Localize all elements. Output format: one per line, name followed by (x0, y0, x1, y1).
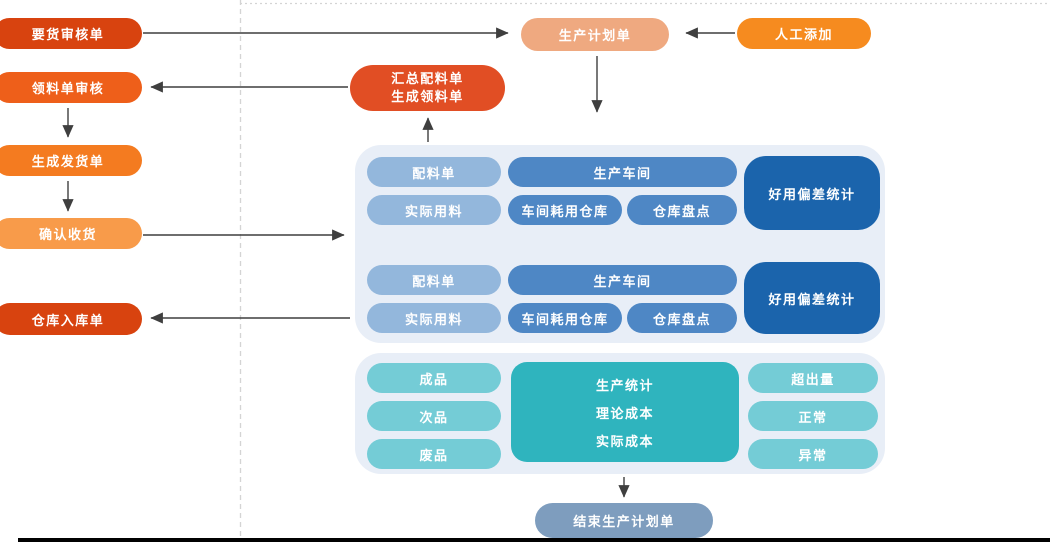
node-confirm-receipt: 确认收货 (0, 218, 142, 249)
node-finished-product: 成品 (367, 363, 501, 393)
node-warehouse-inbound-order: 仓库入库单 (0, 303, 142, 335)
node-workshop-consumption-warehouse-1: 车间耗用仓库 (508, 195, 622, 225)
actual-cost-label: 实际成本 (595, 433, 654, 449)
node-defective-product: 次品 (367, 401, 501, 431)
node-production-workshop-2: 生产车间 (508, 265, 737, 295)
node-manual-add: 人工添加 (737, 18, 871, 49)
node-demand-review: 要货审核单 (0, 18, 142, 49)
node-end-production-plan: 结束生产计划单 (535, 503, 713, 538)
node-production-cost-box: 生产统计 理论成本 实际成本 (511, 362, 739, 462)
node-usage-deviation-stats-2: 好用偏差统计 (744, 262, 880, 334)
node-workshop-consumption-warehouse-2: 车间耗用仓库 (508, 303, 622, 333)
node-scrap-product: 废品 (367, 439, 501, 469)
node-normal: 正常 (748, 401, 878, 431)
bottom-black-bar (18, 538, 1050, 542)
node-create-delivery-order: 生成发货单 (0, 145, 142, 176)
node-actual-material-usage-1: 实际用料 (367, 195, 501, 225)
node-material-request-review: 领料单审核 (0, 72, 142, 103)
production-stats-label: 生产统计 (595, 377, 654, 393)
summary-line-2: 生成领料单 (391, 89, 464, 104)
node-production-plan: 生产计划单 (521, 18, 669, 51)
summary-line-1: 汇总配料单 (391, 70, 464, 86)
node-warehouse-stocktake-2: 仓库盘点 (627, 303, 737, 333)
node-production-workshop-1: 生产车间 (508, 157, 737, 187)
node-batching-list-1: 配料单 (367, 157, 501, 187)
node-actual-material-usage-2: 实际用料 (367, 303, 501, 333)
node-excess-amount: 超出量 (748, 363, 878, 393)
node-summary-batching: 汇总配料单 生成领料单 (350, 65, 505, 111)
node-batching-list-2: 配料单 (367, 265, 501, 295)
node-warehouse-stocktake-1: 仓库盘点 (627, 195, 737, 225)
node-usage-deviation-stats-1: 好用偏差统计 (744, 156, 880, 230)
node-abnormal: 异常 (748, 439, 878, 469)
theoretical-cost-label: 理论成本 (595, 405, 654, 421)
